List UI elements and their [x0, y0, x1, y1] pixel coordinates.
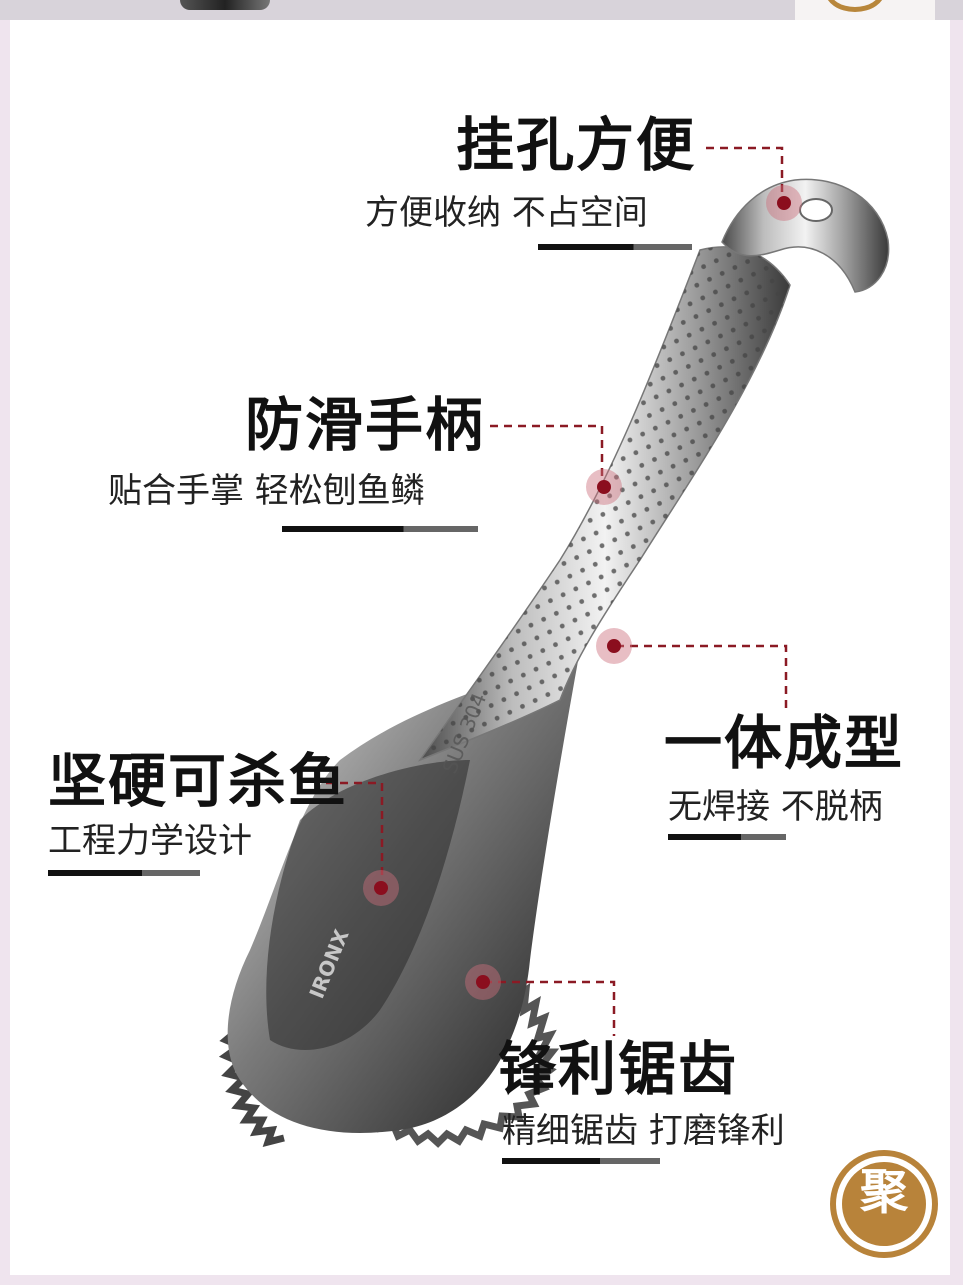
leader-line-integrated	[616, 644, 788, 712]
callout-title-hanging-hole: 挂孔方便	[456, 111, 697, 179]
callout-underline-anti-slip-handle	[282, 526, 478, 532]
callout-title-sharp-teeth: 锋利锯齿	[498, 1035, 739, 1103]
leader-line-teeth	[484, 980, 616, 1036]
leader-line-strong	[326, 781, 384, 888]
callout-dot-strong	[363, 870, 399, 906]
callout-subtitle-anti-slip-handle: 贴合手掌 轻松刨鱼鳞	[108, 471, 425, 511]
previous-logo-fragment	[795, 0, 935, 20]
shop-seal-logo: 聚	[830, 1150, 938, 1258]
callout-title-sturdy: 坚硬可杀鱼	[48, 747, 349, 815]
callout-subtitle-sturdy: 工程力学设计	[48, 821, 252, 861]
callout-subtitle-hanging-hole: 方便收纳 不占空间	[365, 193, 648, 233]
leader-line-hook	[706, 146, 784, 200]
previous-section-strip	[0, 0, 963, 20]
callout-underline-hanging-hole	[538, 244, 692, 250]
callout-dot-teeth	[465, 964, 501, 1000]
callout-underline-sturdy	[48, 870, 200, 876]
callout-dot-integrated	[596, 628, 632, 664]
callout-dot-hook	[766, 185, 802, 221]
callout-title-anti-slip-handle: 防滑手柄	[245, 391, 486, 459]
callout-subtitle-sharp-teeth: 精细锯齿 打磨锋利	[502, 1111, 785, 1151]
hook-head	[721, 178, 890, 293]
callout-underline-integrated	[668, 834, 786, 840]
callout-underline-sharp-teeth	[502, 1158, 660, 1164]
callout-subtitle-integrated: 无焊接 不脱柄	[668, 787, 883, 827]
callout-title-integrated: 一体成型	[664, 709, 905, 777]
callout-dot-handle	[586, 469, 622, 505]
callout-leader-lines	[326, 146, 788, 1036]
previous-product-image	[180, 0, 270, 10]
leader-line-handle	[490, 424, 604, 486]
logo-character: 聚	[859, 1164, 908, 1220]
hanging-hole	[799, 198, 833, 222]
